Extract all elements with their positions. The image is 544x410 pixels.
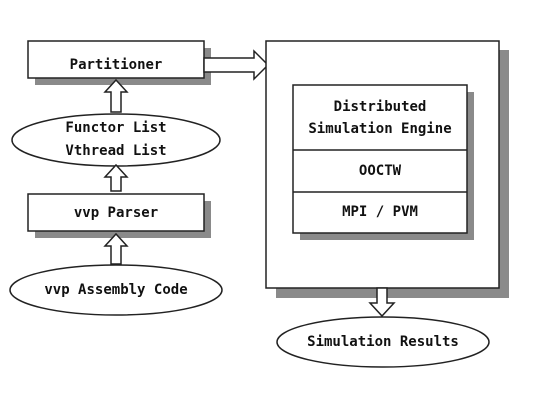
functor-vthread-list-node: Functor List Vthread List — [11, 113, 221, 167]
vvp-parser-node: vvp Parser — [27, 193, 211, 238]
hollow-arrow-down-icon — [368, 287, 396, 318]
vvp-assembly-code-label: vvp Assembly Code — [44, 282, 187, 298]
engine-label-line1: Distributed — [334, 99, 427, 115]
simulation-results-label: Simulation Results — [307, 334, 459, 350]
partitioner-label: Partitioner — [70, 57, 163, 73]
vvp-parser-label: vvp Parser — [74, 205, 158, 221]
hollow-arrow-up-icon — [103, 78, 129, 113]
vvp-assembly-code-node: vvp Assembly Code — [9, 264, 223, 316]
hollow-arrow-up-icon — [103, 232, 129, 265]
hollow-arrow-right-icon — [203, 49, 270, 81]
partitioner-node: Partitioner — [27, 40, 211, 85]
ooctw-label: OOCTW — [359, 163, 402, 179]
functor-list-label: Functor List — [65, 120, 166, 136]
engine-label-line2: Simulation Engine — [308, 121, 451, 137]
simulation-results-node: Simulation Results — [276, 316, 490, 368]
hollow-arrow-up-icon — [103, 163, 129, 192]
engine-stack: Distributed Simulation Engine OOCTW MPI … — [292, 84, 474, 240]
vthread-list-label: Vthread List — [65, 143, 166, 159]
mpi-pvm-label: MPI / PVM — [342, 204, 418, 220]
